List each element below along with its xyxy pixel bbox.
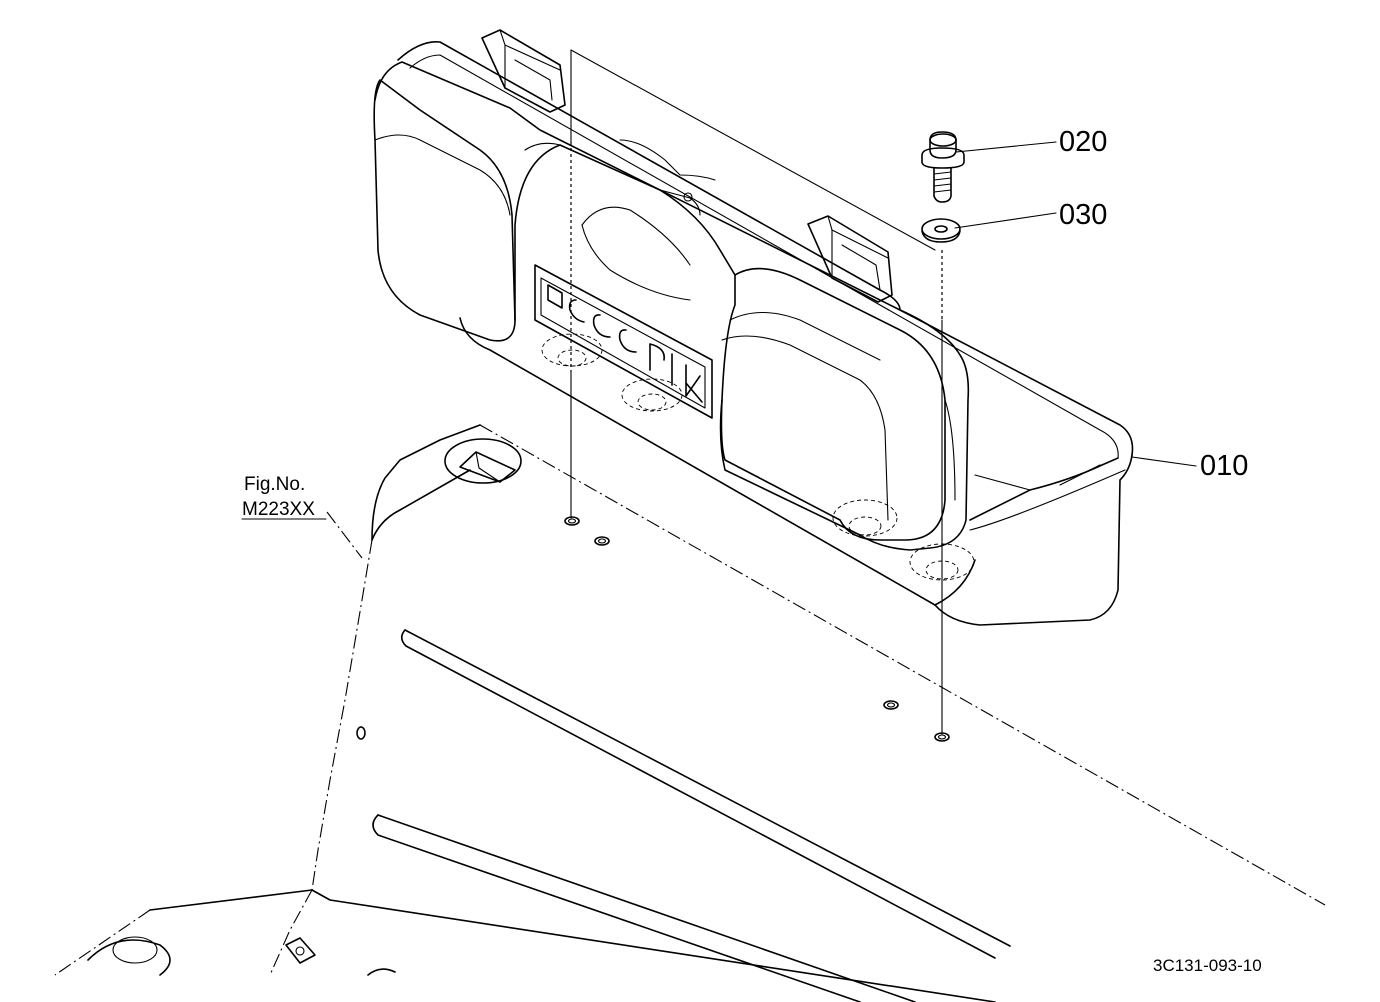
callout-020: 020 — [1059, 126, 1107, 158]
tool-box-010 — [373, 29, 1134, 626]
figure-reference-line1: Fig.No. — [244, 474, 305, 495]
mounting-plate — [54, 424, 1326, 1002]
latch-clip-left — [481, 29, 566, 113]
drawing-number: 3C131-093-10 — [1153, 956, 1262, 975]
logo-panel — [534, 264, 713, 419]
callout-030: 030 — [1059, 199, 1107, 231]
callout-010: 010 — [1200, 450, 1248, 482]
bolt-020 — [921, 131, 965, 203]
figure-reference-line2: M223XX — [242, 499, 315, 520]
washer-030 — [921, 218, 961, 243]
leader-lines — [241, 141, 1197, 559]
assembly-lines — [570, 49, 943, 735]
latch-clip-right — [807, 215, 893, 303]
